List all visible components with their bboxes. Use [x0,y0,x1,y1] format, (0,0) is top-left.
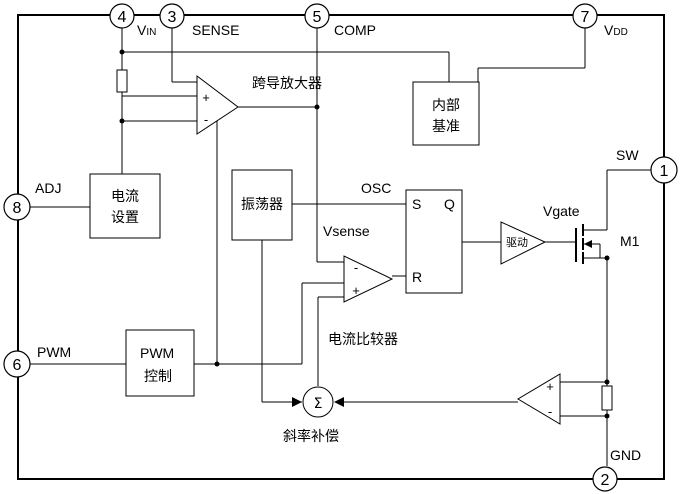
pwm-control-block: PWM 控制 [125,329,195,397]
current-comparator: - + [343,255,394,303]
chip-frame [17,14,665,480]
svg-text:S: S [412,196,421,212]
slope-compensation-label: 斜率补偿 [283,428,339,445]
pin-7-vdd: 7 VDD [572,3,628,38]
svg-text:+: + [202,90,210,105]
sr-flipflop: S Q R [405,189,463,294]
svg-text:COMP: COMP [334,22,376,38]
svg-text:7: 7 [581,9,590,26]
svg-text:+: + [546,379,554,394]
pin-8-adj: 8 ADJ [3,180,61,221]
m1-label: M1 [620,233,640,249]
svg-text:8: 8 [13,200,22,217]
svg-text:6: 6 [13,357,22,374]
oscillator-block: 振荡器 [231,169,293,241]
svg-text:内部: 内部 [432,98,460,114]
transconductance-amplifier: + - [196,74,239,135]
svg-text:VIN: VIN [137,22,156,38]
svg-text:-: - [548,404,552,419]
pin-6-pwm: 6 PWM [3,344,71,378]
svg-text:驱动: 驱动 [506,236,528,249]
osc-label: OSC [361,180,391,196]
current-comparator-label: 电流比较器 [328,332,398,348]
svg-text:Σ: Σ [314,396,323,412]
pin-1-sw: 1 SW [616,147,678,184]
transconductance-amp-label: 跨导放大器 [252,76,322,92]
svg-text:控制: 控制 [144,369,172,385]
svg-text:电流: 电流 [111,189,139,205]
gate-driver: 驱动 [500,221,547,265]
svg-text:-: - [354,260,358,275]
internal-reference-block: 内部 基准 [412,81,480,146]
svg-text:SENSE: SENSE [192,22,239,38]
summing-node: Σ [302,386,334,418]
svg-text:5: 5 [313,9,322,26]
svg-text:R: R [412,269,422,285]
svg-text:基准: 基准 [432,118,460,135]
svg-text:PWM: PWM [140,345,174,361]
arrowheads [292,397,344,407]
svg-text:4: 4 [118,9,127,26]
pin-5-comp: 5 COMP [304,3,376,38]
sense-amplifier: + - [517,373,561,425]
svg-text:SW: SW [616,147,639,163]
svg-text:3: 3 [168,9,177,26]
pin-4-vin: 4 VIN [109,3,156,38]
current-set-block: 电流 设置 [89,173,161,239]
svg-text:GND: GND [610,447,641,463]
svg-text:ADJ: ADJ [35,180,61,196]
mosfet-m1 [575,224,601,264]
svg-text:2: 2 [601,472,610,489]
vin-sense-resistor [116,69,128,93]
pin-3-sense: 3 SENSE [159,3,239,38]
svg-text:-: - [204,112,208,127]
pin-2-gnd: 2 GND [592,447,641,492]
vgate-label: Vgate [543,203,580,219]
svg-text:Q: Q [444,196,455,212]
svg-text:1: 1 [660,163,669,180]
svg-text:+: + [352,283,360,298]
svg-text:设置: 设置 [111,210,139,226]
svg-text:PWM: PWM [37,344,71,360]
svg-text:振荡器: 振荡器 [241,197,283,213]
current-sense-resistor [601,385,613,411]
svg-text:VDD: VDD [604,22,628,38]
vsense-label: Vsense [323,223,370,239]
